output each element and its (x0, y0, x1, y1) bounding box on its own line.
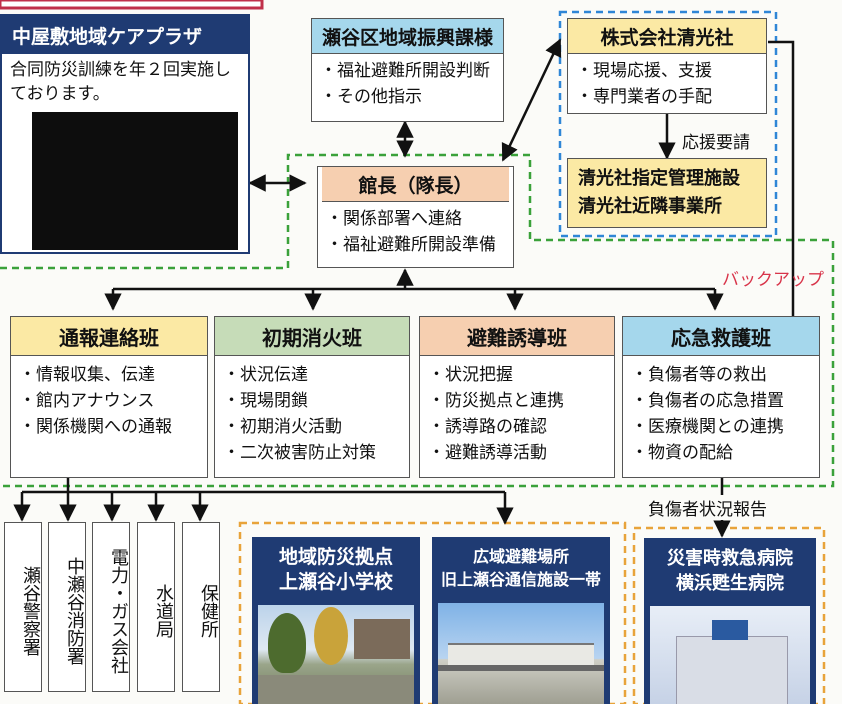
evacuation-site-line1: 広域避難場所 (472, 547, 569, 566)
disaster-base-panel: 地域防災拠点 上瀬谷小学校 (252, 537, 420, 704)
evacuation-site-photo (438, 603, 604, 704)
orange-dashed-frame-hospital (632, 526, 826, 704)
team-item: ・現場閉鎖 (223, 391, 308, 411)
director-title: 館長（隊長） (322, 167, 509, 202)
agency-box: 電力・ガス会社 (92, 522, 130, 692)
ward-office-item: ・その他指示 (320, 87, 422, 107)
ward-office-title: 瀬谷区地域振興課様 (312, 19, 503, 54)
team-item: ・医療機関との連携 (631, 417, 784, 437)
team-item: ・物資の配給 (631, 443, 733, 463)
team-item: ・初期消火活動 (223, 417, 342, 437)
team-item: ・誘導路の確認 (428, 417, 547, 437)
director-box: 館長（隊長） ・関係部署へ連絡 ・福祉避難所開設準備 (317, 166, 514, 268)
school-photo (258, 605, 414, 704)
injury-report-label: 負傷者状況報告 (646, 495, 769, 520)
disaster-base-line2: 上瀬谷小学校 (278, 571, 393, 593)
hospital-line1: 災害時救急病院 (667, 548, 793, 569)
team-item: ・状況把握 (428, 365, 513, 385)
team-box: 初期消火班 ・状況伝達 ・現場閉鎖 ・初期消火活動 ・二次被害防止対策 (214, 316, 410, 478)
hospital-title: 災害時救急病院 横浜甦生病院 (644, 538, 816, 596)
company-title: 株式会社清光社 (568, 19, 766, 54)
company-item: ・専門業者の手配 (576, 87, 712, 107)
ward-office-box: 瀬谷区地域振興課様 ・福祉避難所開設判断 ・その他指示 (311, 18, 504, 122)
agency-box: 中瀬谷消防署 (48, 522, 86, 692)
company-box: 株式会社清光社 ・現場応援、支援 ・専門業者の手配 (567, 18, 767, 114)
backup-label: バックアップ (722, 270, 824, 290)
hospital-panel: 災害時救急病院 横浜甦生病院 (644, 538, 816, 704)
arrow-director-company (501, 38, 562, 162)
team-title: 初期消火班 (215, 317, 409, 356)
green-dashed-frame (0, 153, 835, 488)
support-request-label: 応援要請 (682, 133, 750, 153)
evacuation-site-panel: 広域避難場所 旧上瀬谷通信施設一帯 (432, 537, 610, 704)
evacuation-site-title: 広域避難場所 旧上瀬谷通信施設一帯 (432, 537, 610, 591)
disaster-base-title: 地域防災拠点 上瀬谷小学校 (252, 537, 420, 595)
care-plaza-title: 中屋敷地域ケアプラザ (2, 16, 248, 54)
hospital-photo (650, 606, 810, 704)
care-plaza-photo-redacted (32, 112, 238, 250)
team-item: ・避難誘導活動 (428, 443, 547, 463)
director-item: ・福祉避難所開設準備 (326, 235, 496, 255)
facility-line: 清光社指定管理施設 (578, 168, 740, 189)
director-item: ・関係部署へ連絡 (326, 209, 462, 229)
team-item: ・情報収集、伝達 (19, 365, 155, 385)
team-box: 避難誘導班 ・状況把握 ・防災拠点と連携 ・誘導路の確認 ・避難誘導活動 (419, 316, 615, 478)
team-box: 通報連絡班 ・情報収集、伝達 ・館内アナウンス ・関係機関への通報 (10, 316, 208, 478)
team-item: ・二次被害防止対策 (223, 443, 376, 463)
team-item: ・関係機関への通報 (19, 417, 172, 437)
team-item: ・状況伝達 (223, 365, 308, 385)
arrow-backup (768, 40, 802, 338)
care-plaza-text: 合同防災訓練を年２回実施しております。 (10, 60, 231, 104)
team-item: ・負傷者の応急措置 (631, 391, 784, 411)
orange-dashed-frame-bases (238, 521, 627, 704)
care-plaza-panel: 中屋敷地域ケアプラザ 合同防災訓練を年２回実施しております。 (0, 14, 250, 254)
team-title: 通報連絡班 (11, 317, 207, 356)
top-red-strip (0, 0, 264, 10)
team-title: 応急救護班 (623, 317, 819, 356)
agency-box: 保健所 (182, 522, 220, 692)
disaster-base-line1: 地域防災拠点 (278, 546, 393, 568)
team-title: 避難誘導班 (420, 317, 614, 356)
agency-box: 水道局 (137, 522, 175, 692)
company-facilities-box: 清光社指定管理施設 清光社近隣事業所 (567, 158, 767, 228)
facility-line: 清光社近隣事業所 (578, 196, 722, 217)
team-item: ・負傷者等の救出 (631, 365, 767, 385)
evacuation-site-line2: 旧上瀬谷通信施設一帯 (440, 570, 601, 589)
ward-office-item: ・福祉避難所開設判断 (320, 61, 490, 81)
team-item: ・防災拠点と連携 (428, 391, 564, 411)
agency-box: 瀬谷警察署 (4, 522, 42, 692)
team-box: 応急救護班 ・負傷者等の救出 ・負傷者の応急措置 ・医療機関との連携 ・物資の配… (622, 316, 820, 478)
company-item: ・現場応援、支援 (576, 61, 712, 81)
hospital-line2: 横浜甦生病院 (676, 573, 784, 594)
team-item: ・館内アナウンス (19, 391, 155, 411)
